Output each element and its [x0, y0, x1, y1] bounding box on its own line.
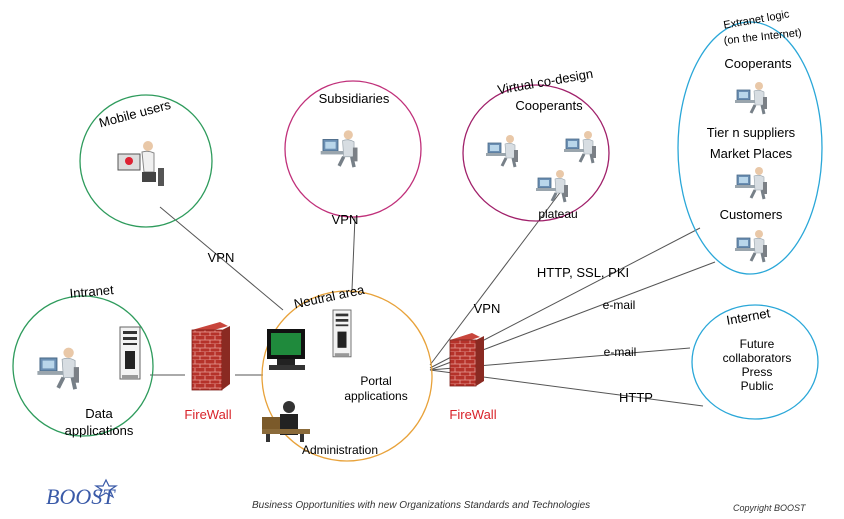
- vpn-mobile-label: VPN: [208, 250, 235, 265]
- mobile-user-icon: [117, 141, 164, 186]
- internet-line3: Press: [742, 365, 773, 379]
- extranet-zone: [677, 21, 823, 275]
- mobile-users-zone: [79, 94, 213, 228]
- data-applications-line2: applications: [65, 423, 134, 438]
- internet-line2: collaborators: [723, 351, 792, 365]
- http-ssl-pki-label: HTTP, SSL, PKI: [537, 265, 629, 280]
- firewall-left-label: FireWall: [184, 407, 231, 422]
- portal-applications-line2: applications: [344, 389, 407, 403]
- cooperant-user-icon: [562, 129, 598, 165]
- customers-label: Customers: [720, 207, 783, 222]
- footer-tagline: Business Opportunities with new Organiza…: [252, 500, 591, 511]
- vpn-virtual-label: VPN: [474, 301, 501, 316]
- tier-n-suppliers-label: Tier n suppliers: [707, 125, 796, 140]
- firewall-right-label: FireWall: [449, 407, 496, 422]
- mobile-users-title: Mobile users: [97, 97, 173, 131]
- internet-line1: Future: [740, 337, 775, 351]
- email-internet-label: e-mail: [604, 345, 637, 359]
- portal-server-icon: [332, 309, 352, 358]
- internet-zone: [691, 304, 819, 420]
- internet-line4: Public: [741, 379, 774, 393]
- customer-user-icon: [733, 228, 769, 264]
- copyright-text: Copyright BOOST: [733, 503, 806, 513]
- subsidiary-user-icon: [318, 128, 360, 169]
- market-places-label: Market Places: [710, 146, 793, 161]
- http-internet-label: HTTP: [619, 390, 653, 405]
- intranet-user-icon: [35, 345, 81, 392]
- extranet-cooperant-icon: [733, 80, 769, 116]
- email-extranet-label: e-mail: [603, 298, 636, 312]
- portal-applications-line1: Portal: [360, 374, 391, 388]
- virtual-cooperants-label: Cooperants: [515, 98, 583, 113]
- neutral-area-zone: [261, 290, 433, 462]
- server-tower-icon: [119, 326, 141, 380]
- extranet-cooperants-label: Cooperants: [724, 56, 792, 71]
- boost-logo-text: BOOST: [46, 484, 116, 509]
- virtual-codesign-zone: [462, 84, 610, 222]
- administrator-desk-icon: [262, 401, 310, 442]
- boost-star-icon: [94, 478, 118, 499]
- cooperant-user-icon: [534, 168, 570, 204]
- data-applications-line1: Data: [85, 406, 113, 421]
- monitor-icon: [267, 329, 305, 370]
- boost-logo: BOOST: [44, 472, 134, 514]
- neutral-area-title: Neutral area: [293, 282, 367, 312]
- firewall-left-icon: [191, 322, 230, 391]
- intranet-zone: [12, 295, 154, 437]
- plateau-label: plateau: [538, 207, 577, 221]
- firewall-right-icon: [449, 333, 484, 387]
- subsidiaries-title: Subsidiaries: [319, 91, 390, 106]
- virtual-codesign-title: Virtual co-design: [496, 66, 594, 98]
- intranet-title: Intranet: [69, 282, 115, 301]
- cooperant-user-icon: [484, 133, 520, 169]
- vpn-subsidiaries-label: VPN: [332, 212, 359, 227]
- market-user-icon: [733, 165, 769, 201]
- administration-label: Administration: [302, 443, 378, 457]
- subsidiaries-zone: [284, 80, 422, 218]
